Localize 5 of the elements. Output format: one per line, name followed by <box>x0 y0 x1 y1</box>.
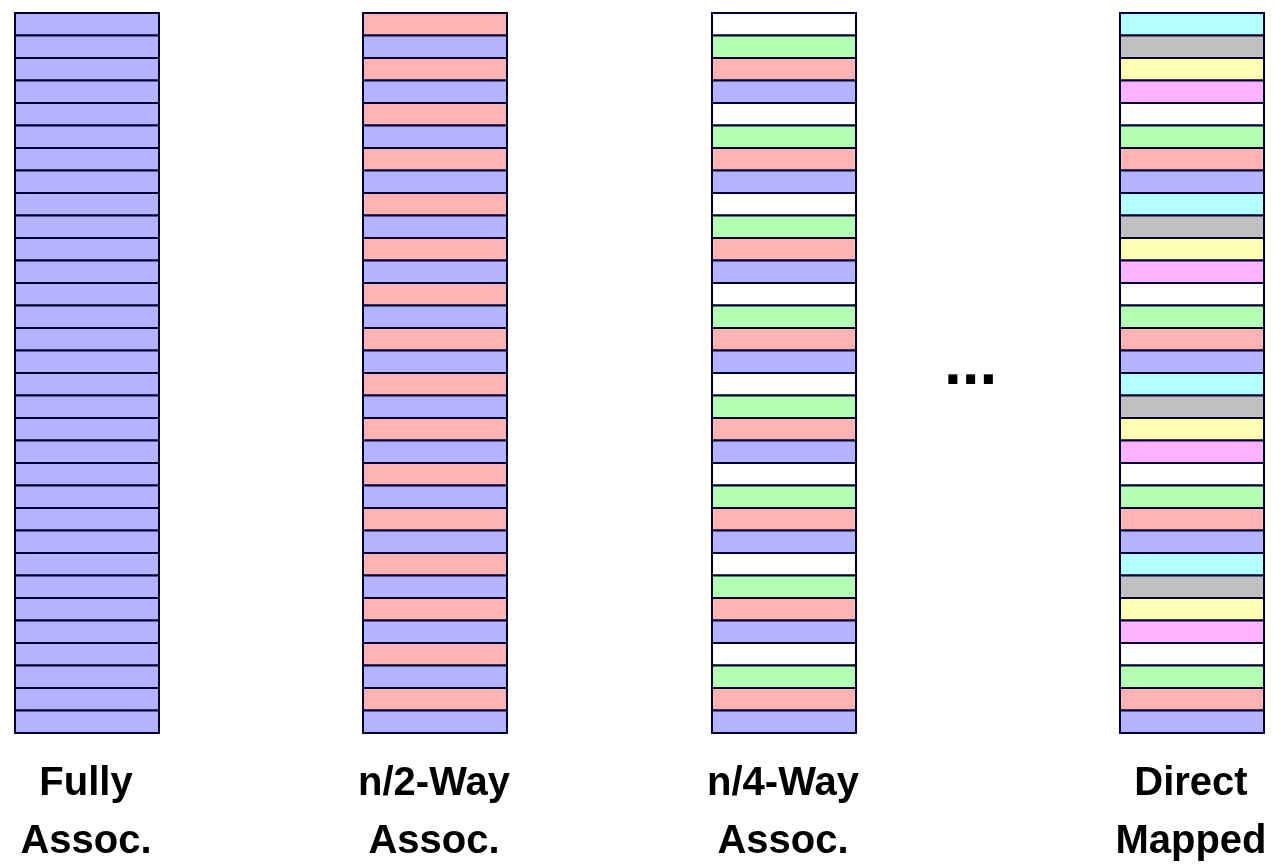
column-caption: n/2-Way Assoc. <box>357 758 511 863</box>
ellipsis: ... <box>944 330 998 394</box>
column-caption: n/4-Way Assoc. <box>706 758 860 863</box>
column-caption: Direct Mapped <box>1114 758 1268 863</box>
column-caption: Fully Assoc. <box>19 758 153 863</box>
